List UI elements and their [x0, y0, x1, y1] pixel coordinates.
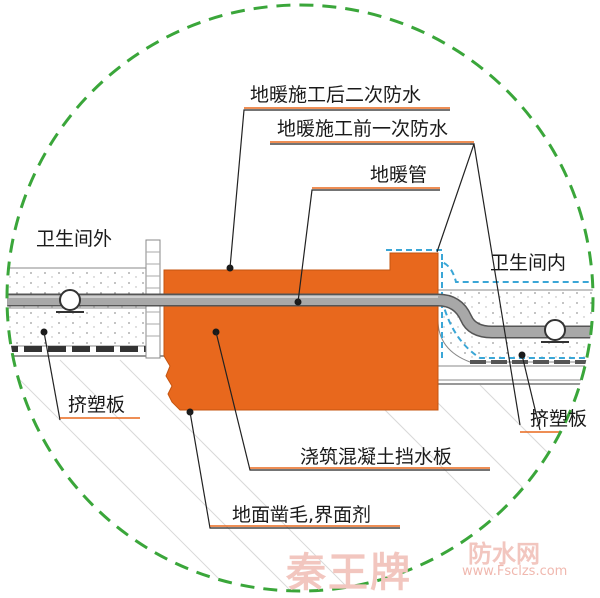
- waterproof-layer-first: [441, 299, 593, 359]
- label-heating-pipe: 地暖管: [370, 164, 428, 186]
- label-first-waterproof: 地暖施工前一次防水: [277, 118, 449, 140]
- watermark-site-name: 防水网: [468, 540, 540, 568]
- concrete-dam: [163, 252, 439, 411]
- label-outside-bathroom: 卫生间外: [36, 228, 113, 250]
- pipe-clip-right: [541, 319, 569, 343]
- label-xps-left: 挤塑板: [68, 394, 126, 416]
- pipe-clip-left: [56, 289, 84, 313]
- detail-circle: [5, 3, 595, 593]
- waterproof-layer-second: [386, 249, 593, 283]
- watermark-url: www.Fsclzs.com: [462, 564, 568, 579]
- leader-lines: [43, 109, 541, 529]
- label-floor-roughening: 地面凿毛,界面剂: [232, 504, 372, 526]
- label-xps-right: 挤塑板: [530, 408, 588, 430]
- left-xps-layer: [7, 307, 161, 347]
- watermark-brand: 秦王牌: [286, 550, 412, 596]
- label-second-waterproof: 地暖施工后二次防水: [250, 84, 422, 106]
- label-concrete-dam: 浇筑混凝土挡水板: [300, 446, 453, 468]
- label-inside-bathroom: 卫生间内: [490, 252, 567, 274]
- right-base: [437, 365, 593, 381]
